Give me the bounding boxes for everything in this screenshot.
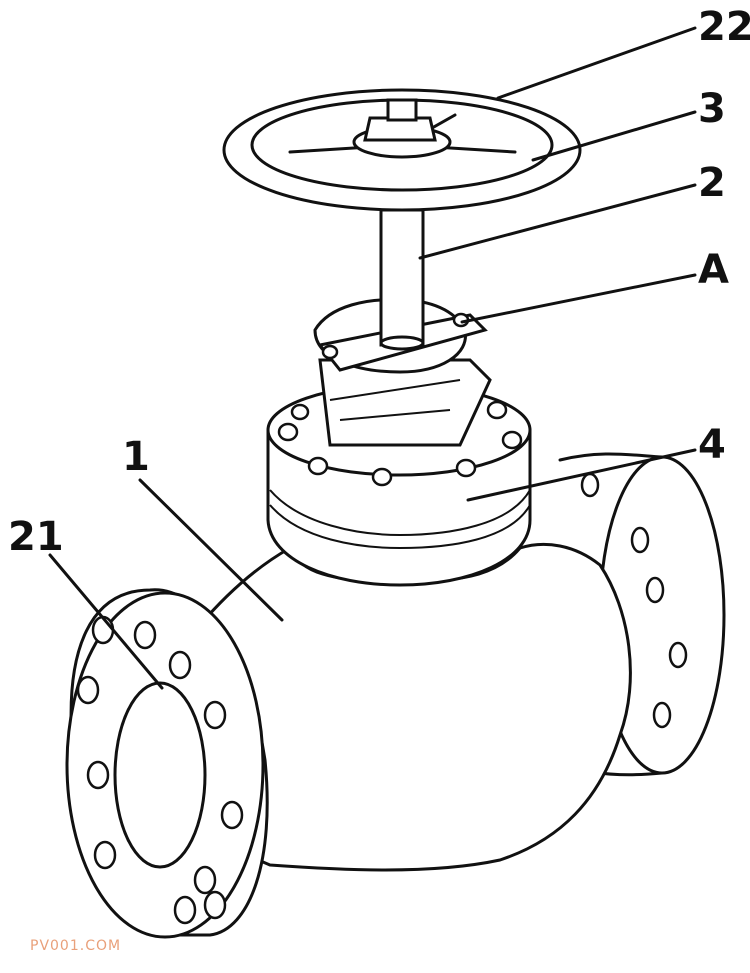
label-22: 22 [698,4,750,50]
leader-lines [48,26,697,690]
bonnet-bolts [277,400,523,487]
label-a: A [698,247,729,293]
watermark: PV001.COM [30,938,121,954]
yoke [313,298,492,447]
handwheel [222,88,582,212]
label-4: 4 [698,422,726,468]
label-1: 1 [122,434,150,480]
label-21: 21 [8,514,64,560]
label-3: 3 [698,86,726,132]
left-flange [65,588,269,939]
label-2: 2 [698,160,726,206]
stem [379,208,425,351]
